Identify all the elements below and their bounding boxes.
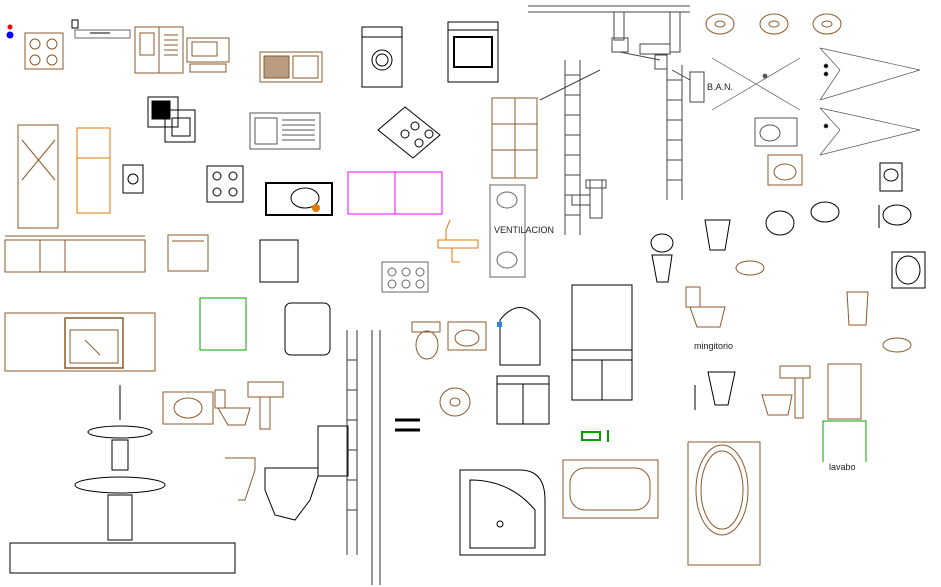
wall-sink-brown bbox=[162, 391, 214, 425]
double-sink-brown bbox=[259, 51, 323, 83]
toilet-plans-right bbox=[765, 201, 912, 236]
fountain-elevation bbox=[9, 385, 236, 574]
wall-sink-right bbox=[754, 117, 798, 147]
ladder-pipe-vertical bbox=[346, 330, 381, 585]
oven-counter-elevation bbox=[4, 312, 156, 372]
sink-elevation-vertical bbox=[489, 184, 526, 278]
outlet-block bbox=[122, 164, 144, 194]
pipe-network-block bbox=[528, 5, 705, 103]
kitchen-counter-elevation bbox=[4, 235, 146, 273]
cooktop-4-burner bbox=[24, 32, 64, 70]
mirror-arch bbox=[497, 307, 541, 366]
orange-lavatory-tap bbox=[437, 219, 479, 263]
sink-corner-block bbox=[147, 96, 196, 143]
lavatory-brown-right bbox=[767, 154, 803, 186]
ban-shower-fan bbox=[711, 47, 921, 156]
round-lavatory-right bbox=[891, 251, 926, 289]
lavatory-brown-2 bbox=[735, 260, 765, 276]
stair-ladder-right bbox=[666, 65, 683, 200]
urinal-elevation bbox=[694, 371, 736, 410]
pedestal-sink-brown bbox=[247, 381, 284, 430]
label-mingitorio: mingitorio bbox=[694, 341, 734, 351]
vanity-mirror-tall bbox=[571, 284, 633, 401]
equals-symbol bbox=[395, 418, 420, 432]
urinal-block bbox=[704, 219, 731, 251]
refrigerator-front bbox=[76, 127, 111, 214]
double-sink-gray bbox=[249, 112, 321, 150]
rect-bathtub bbox=[562, 459, 659, 519]
lavabo-green-frame bbox=[822, 420, 867, 462]
oven-range-block bbox=[134, 26, 184, 74]
refrigerator-side-view bbox=[17, 124, 59, 229]
label-lavabo: lavabo bbox=[829, 462, 856, 472]
mirror-rect-right bbox=[827, 363, 862, 420]
toilet-side-right bbox=[650, 233, 674, 283]
label-ban: B.A.N. bbox=[707, 82, 734, 92]
toilet-side-brown bbox=[214, 389, 251, 426]
lavatory-brown-3 bbox=[882, 337, 912, 353]
gas-cooktop-2 bbox=[206, 165, 244, 203]
cooktop-small-gray bbox=[381, 261, 429, 293]
sink-with-tap bbox=[265, 182, 333, 216]
round-sink-brown bbox=[439, 387, 471, 417]
corner-bathtub bbox=[459, 469, 546, 556]
drain-trap-block bbox=[571, 179, 607, 219]
toilet-elevation-large bbox=[264, 425, 349, 521]
wall-box-block bbox=[259, 239, 299, 283]
toilet-brown-small bbox=[685, 286, 726, 328]
label-ventilacion: VENTILACION bbox=[494, 225, 555, 235]
magenta-cabinet bbox=[347, 171, 443, 215]
faucet-wall-block bbox=[71, 19, 131, 39]
lavatory-top-1 bbox=[411, 321, 441, 360]
green-tap-icon bbox=[581, 430, 609, 442]
bathtub-box bbox=[284, 302, 331, 356]
toilet-side-lower bbox=[225, 457, 256, 501]
kitchen-cabinet-front bbox=[491, 97, 538, 179]
oven-front-block bbox=[447, 21, 499, 83]
oval-sinks-top bbox=[705, 13, 842, 35]
pedestal-sink-right bbox=[761, 365, 811, 419]
microwave-block bbox=[186, 37, 230, 73]
vanity-cabinet bbox=[496, 375, 550, 425]
urinal-brown bbox=[846, 291, 869, 326]
oval-bathtub-frame bbox=[687, 441, 761, 566]
green-cabinet bbox=[199, 297, 247, 351]
color-dots-icon bbox=[6, 24, 14, 39]
lavatory-top-2 bbox=[447, 321, 487, 351]
toilet-top-right bbox=[879, 162, 903, 192]
washing-machine-block bbox=[361, 26, 403, 88]
dishwasher-block bbox=[167, 234, 209, 272]
stove-isometric bbox=[377, 106, 441, 159]
